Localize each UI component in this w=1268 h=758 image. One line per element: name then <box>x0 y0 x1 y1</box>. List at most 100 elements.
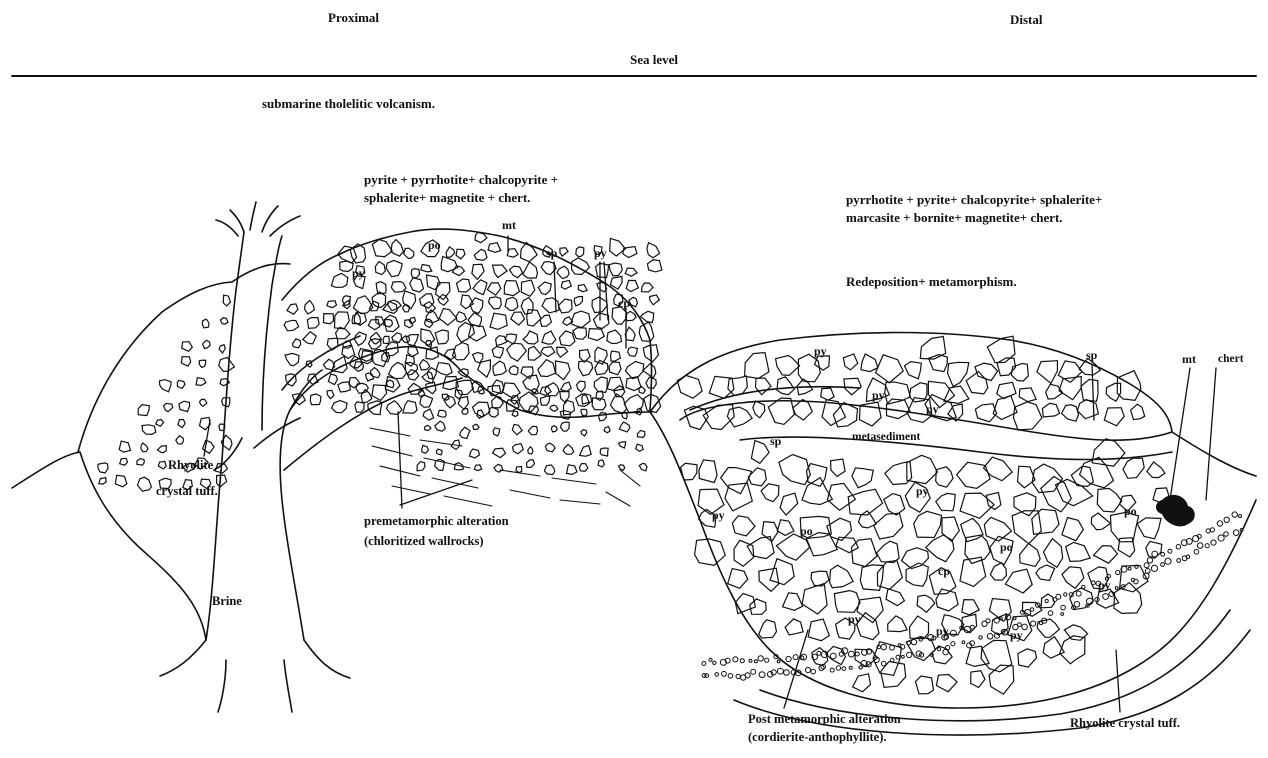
clast <box>370 332 381 344</box>
clast <box>1097 488 1122 512</box>
clast <box>877 541 900 562</box>
tuff-dot <box>1145 569 1150 574</box>
clast <box>581 409 587 415</box>
clast <box>527 460 535 468</box>
clast <box>777 520 794 536</box>
tuff-dot <box>1064 593 1067 596</box>
tuff-dot <box>759 672 765 678</box>
clast <box>391 282 406 293</box>
premetamorphic-label-2: (chloritized wallrocks) <box>364 534 484 550</box>
clast <box>560 248 568 256</box>
mineral-sp-2: sp <box>1086 348 1097 363</box>
clast <box>1044 539 1063 568</box>
clast <box>560 422 569 431</box>
clast <box>156 420 164 427</box>
clast <box>776 356 800 376</box>
clast <box>1062 567 1084 589</box>
clast <box>598 460 604 467</box>
clast <box>563 444 574 454</box>
clast <box>780 493 798 515</box>
mineral-py-1: py <box>352 266 365 281</box>
clast <box>389 362 407 378</box>
clast <box>456 312 466 323</box>
clast <box>960 557 986 586</box>
proximal-assemblage-line-2: sphalerite+ magnetite + chert. <box>364 190 530 206</box>
mineral-mt-1: mt <box>502 218 516 233</box>
tuff-dot <box>1151 565 1157 571</box>
clast <box>470 449 480 458</box>
clast <box>1147 462 1165 478</box>
clast <box>647 260 662 272</box>
clast <box>580 446 592 457</box>
clast <box>821 388 835 400</box>
clast <box>1081 379 1098 401</box>
clast <box>594 313 609 329</box>
tuff-dot <box>1205 544 1209 548</box>
clast <box>1070 588 1094 610</box>
clast <box>727 407 752 427</box>
clast <box>512 424 522 434</box>
clast <box>1058 361 1082 382</box>
clast <box>582 394 592 405</box>
clast <box>1036 565 1055 581</box>
tuff-dot <box>1074 602 1080 608</box>
clast <box>523 262 538 278</box>
clast <box>962 600 979 615</box>
tuff-dot <box>1147 558 1152 563</box>
tuff-dot <box>715 673 719 677</box>
clast <box>1104 408 1124 426</box>
clast <box>1005 569 1032 593</box>
clast <box>422 445 429 453</box>
metasediment-label: metasediment <box>852 430 920 444</box>
tuff-dot <box>848 651 854 657</box>
tuff-dot <box>916 651 921 656</box>
mineral-po-1: po <box>428 238 441 253</box>
clast <box>1094 546 1118 564</box>
clast <box>368 401 382 415</box>
clast <box>917 595 935 612</box>
clast <box>910 616 929 639</box>
clast <box>636 444 644 451</box>
clast <box>324 314 334 324</box>
mineral-py-7: py <box>712 508 725 523</box>
clast <box>219 345 225 353</box>
distal-assemblage-line-2: marcasite + bornite+ magnetite+ chert. <box>846 210 1063 226</box>
clast <box>604 427 610 433</box>
clast <box>793 400 813 421</box>
clast <box>624 395 643 413</box>
clast <box>386 380 394 388</box>
clast <box>936 675 957 692</box>
clast <box>510 266 523 278</box>
clast <box>580 350 591 363</box>
clast <box>538 360 556 377</box>
clast <box>473 424 479 429</box>
clast <box>768 398 794 424</box>
tuff-dot <box>855 652 859 656</box>
tuff-dot <box>1018 623 1022 627</box>
tuff-dot <box>970 625 974 629</box>
clast <box>507 343 527 361</box>
clast <box>647 243 660 258</box>
tuff-dot <box>733 657 738 662</box>
clast <box>759 568 779 591</box>
clast <box>695 539 726 565</box>
mineral-po-3: po <box>1000 540 1013 555</box>
clast <box>561 382 572 391</box>
clast <box>852 539 878 567</box>
clast <box>759 620 777 638</box>
distal-assemblage-line-1: pyrrhotite + pyrite+ chalcopyrite+ sphal… <box>846 192 1102 208</box>
clast <box>137 459 145 466</box>
mineral-py-8: py <box>1098 578 1111 593</box>
clast <box>159 380 171 392</box>
clast <box>469 325 487 341</box>
clast <box>493 265 508 277</box>
clast <box>303 332 316 344</box>
clast <box>577 381 586 392</box>
clast <box>936 493 955 510</box>
clast <box>1042 403 1059 417</box>
premetamorphic-label-1: premetamorphic alteration <box>364 514 509 530</box>
clast <box>596 263 609 277</box>
clast <box>331 273 347 287</box>
clast <box>580 464 588 472</box>
clast <box>885 462 912 485</box>
